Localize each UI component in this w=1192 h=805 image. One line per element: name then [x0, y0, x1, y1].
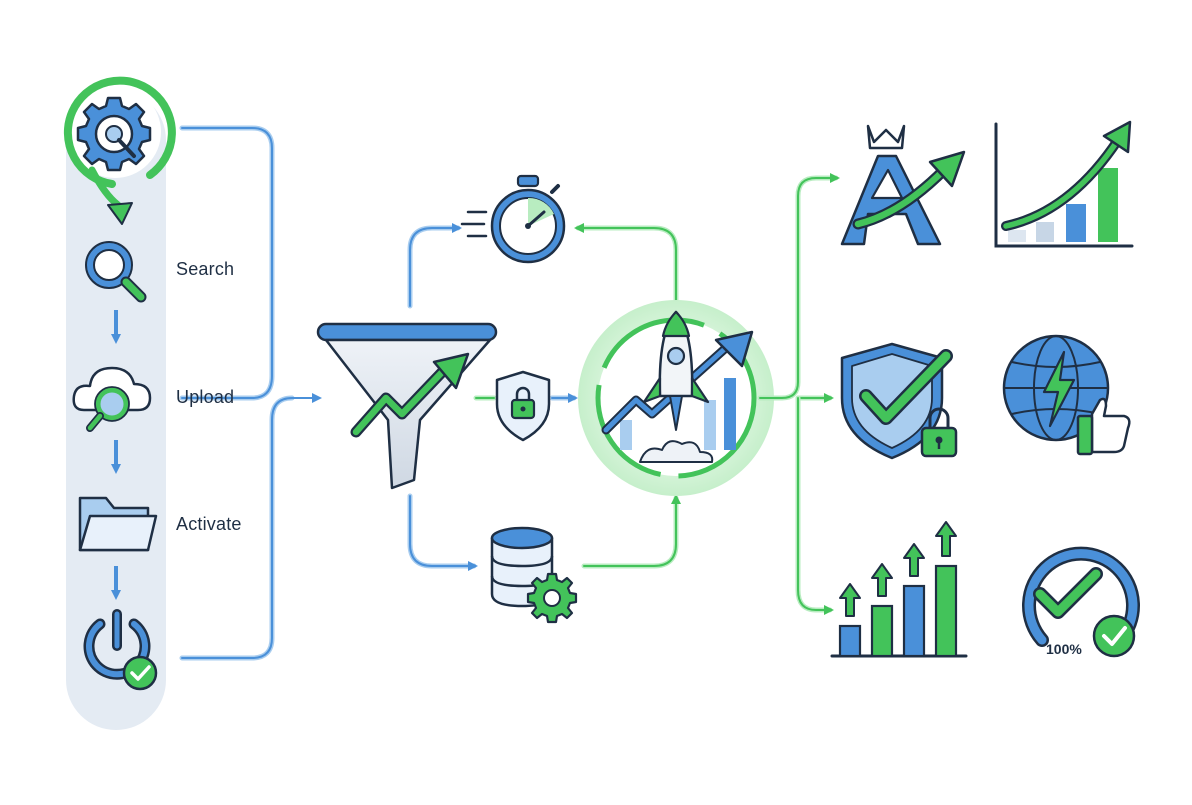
globe-bolt-thumb-icon: [1002, 334, 1131, 456]
left-connector-core: [181, 127, 322, 659]
crown-letter-a-icon: [840, 124, 966, 246]
database-gear-icon: [490, 526, 578, 624]
completion-percent-label: 100%: [1046, 641, 1082, 657]
magnifier-icon: [85, 241, 147, 303]
cloud-search-icon: [72, 366, 152, 432]
shield-check-lock-icon: [840, 342, 958, 460]
rocket-growth-icon: [578, 300, 774, 496]
funnel-growth-icon: [316, 322, 498, 490]
rocket-connectors: [574, 223, 681, 569]
rising-bars-icon: [830, 521, 968, 658]
stopwatch-icon: [460, 174, 566, 264]
progress-check-icon: 100%: [1022, 546, 1140, 658]
power-check-icon: [83, 609, 158, 691]
funnel-branch-connectors: [407, 223, 578, 571]
outcome-connectors: [757, 173, 840, 615]
growth-chart-icon: [994, 120, 1134, 248]
shield-lock-icon: [495, 370, 551, 442]
gear-cycle-icon: [63, 76, 176, 225]
step-label-upload: Upload: [176, 387, 235, 407]
step-label-search: Search: [176, 259, 235, 279]
folder-icon: [78, 496, 158, 552]
step-label-activate: Activate: [176, 514, 242, 534]
